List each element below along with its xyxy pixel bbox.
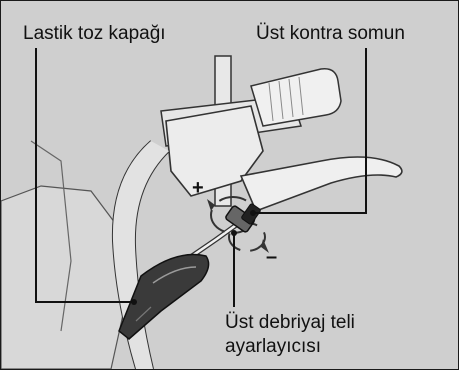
handlebar-grip	[251, 69, 341, 126]
plus-direction-sign: +	[192, 178, 204, 198]
body-panel	[1, 186, 126, 369]
label-rubber-dust-cover: Lastik toz kapağı	[23, 22, 166, 46]
clutch-lever	[241, 157, 402, 211]
minus-direction-sign: –	[266, 247, 277, 267]
label-upper-adjuster-line2: ayarlayıcısı	[225, 335, 355, 359]
label-upper-adjuster-line1: Üst debriyaj teli	[225, 311, 355, 335]
frame-tube-fill	[113, 141, 169, 369]
label-upper-locknut: Üst kontra somun	[256, 22, 405, 46]
label-upper-clutch-cable-adjuster: Üst debriyaj teli ayarlayıcısı	[225, 311, 355, 359]
